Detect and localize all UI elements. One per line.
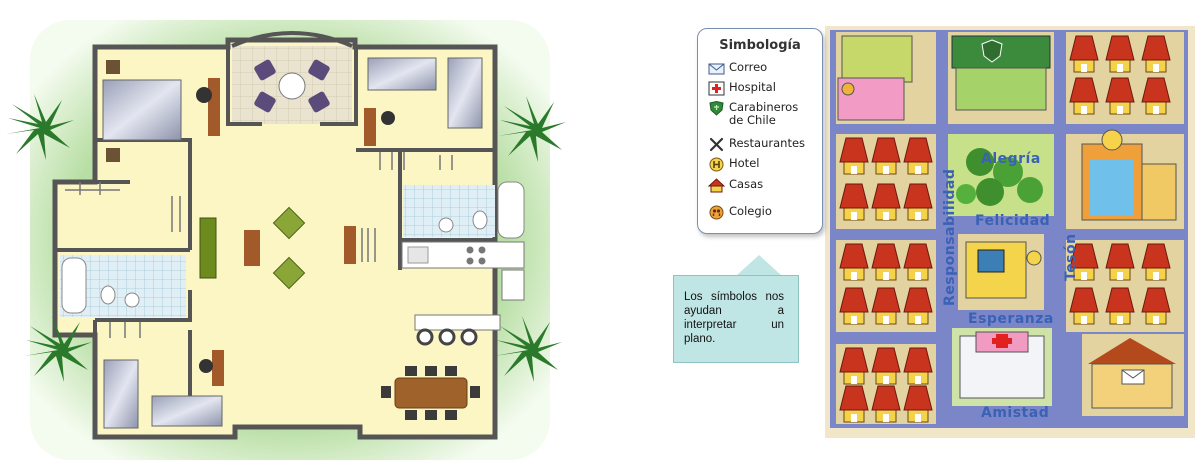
round-table (254, 59, 330, 113)
house-icon (839, 137, 869, 175)
bottom-left-beds (103, 350, 224, 429)
closets (65, 152, 453, 338)
street-teson-label: Tesón (1063, 233, 1079, 281)
legend-item-colegio: Colegio (708, 205, 772, 225)
house-icon (871, 385, 901, 423)
legend-item-hospital: Hospital (708, 81, 776, 101)
legend: Simbología Correo Hospital Carabineros d… (697, 28, 823, 234)
house-icon (903, 385, 933, 423)
house-icon (1105, 77, 1135, 115)
street-amistad-label: Amistad (981, 405, 1050, 421)
house-icon (871, 183, 901, 221)
house-icon (903, 137, 933, 175)
house-icon (871, 347, 901, 385)
city-map (825, 26, 1195, 438)
house-icon (903, 287, 933, 325)
house-icon (1069, 243, 1099, 281)
post-office-block (1082, 334, 1184, 416)
legend-title: Simbología (719, 38, 801, 53)
house-icon (871, 287, 901, 325)
street-esperanza-label: Esperanza (968, 311, 1054, 327)
house-icon (1069, 287, 1099, 325)
house-icon (839, 347, 869, 385)
callout-pointer (737, 255, 781, 275)
houses-layer (839, 35, 1171, 423)
callout-text: Los símbolos nos ayudan a interpretar un… (684, 291, 784, 345)
legend-item-hotel: Hotel (708, 157, 759, 177)
hotel-h-icon (709, 157, 724, 172)
dining-table (381, 366, 480, 420)
house-icon (903, 243, 933, 281)
legend-item-restaurantes: Restaurantes (708, 137, 805, 157)
master-bed (102, 60, 220, 162)
callout-box: Los símbolos nos ayudan a interpretar un… (673, 275, 799, 363)
street-felicidad-label: Felicidad (975, 213, 1051, 229)
house-icon (1141, 287, 1171, 325)
street-alegria-label: Alegría (981, 151, 1041, 167)
top-right-beds (364, 57, 483, 146)
hotel-block (1066, 129, 1184, 229)
police-shield-icon (709, 101, 724, 116)
palm-tree (6, 94, 566, 382)
house-icon (708, 178, 725, 193)
house-icon (871, 243, 901, 281)
house-icon (839, 385, 869, 423)
house-icon (903, 183, 933, 221)
house-icon (1141, 243, 1171, 281)
living-room-furniture (199, 206, 356, 290)
fork-knife-icon (709, 137, 724, 152)
kitchen (401, 241, 525, 346)
legend-item-carabineros: Carabineros de Chile (708, 101, 798, 135)
house-icon (903, 347, 933, 385)
house-icon (839, 243, 869, 281)
house-icon (1105, 287, 1135, 325)
legend-item-casas: Casas (708, 178, 763, 198)
house-icon (1069, 77, 1099, 115)
house-icon (1105, 243, 1135, 281)
park-block (948, 134, 1054, 216)
house-icon (1105, 35, 1135, 73)
red-cross-icon (708, 81, 725, 96)
house-icon (871, 137, 901, 175)
house-icon (839, 183, 869, 221)
house-icon (1141, 77, 1171, 115)
house-icon (839, 287, 869, 325)
house-floor-plan (6, 20, 566, 460)
interior-walls (55, 46, 495, 437)
school-icon (709, 205, 724, 220)
hospital-block (952, 328, 1052, 406)
street-responsabilidad-label: Responsabilidad (942, 168, 958, 306)
envelope-icon (708, 63, 725, 75)
bathtub (61, 257, 87, 314)
house-icon (1141, 35, 1171, 73)
police-block (948, 32, 1054, 124)
house-icon (1069, 35, 1099, 73)
school-block (836, 32, 936, 124)
restaurant-block (958, 234, 1044, 310)
legend-item-correo: Correo (708, 61, 767, 81)
